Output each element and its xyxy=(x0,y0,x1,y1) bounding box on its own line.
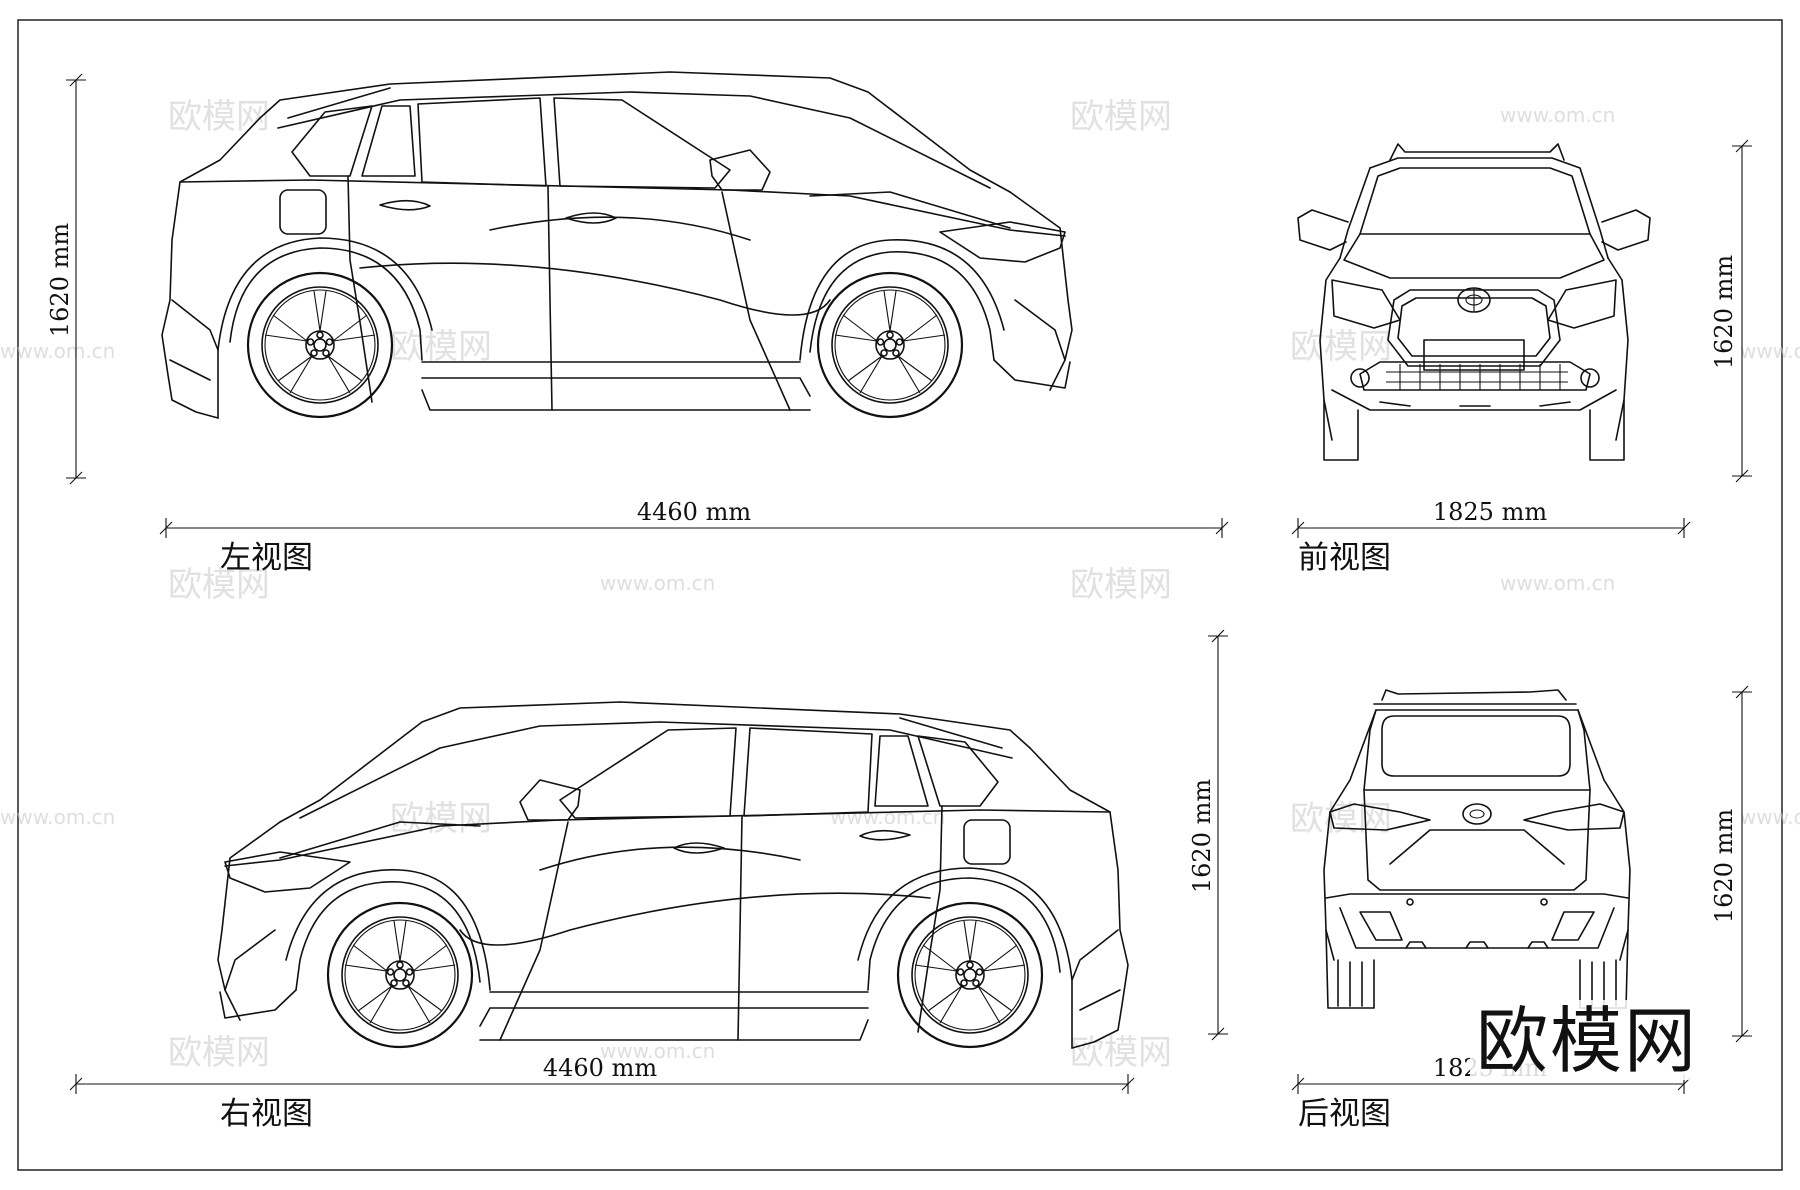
rear-view-height-label: 1620 mm xyxy=(1710,809,1738,923)
left-view-height-dimension: 1620 mm xyxy=(46,73,86,485)
drawing-frame xyxy=(17,19,1783,1171)
right-view-car-drawing xyxy=(218,702,1128,1048)
watermark-text: 欧模网 xyxy=(1070,97,1172,137)
rear-view-caption: 后视图 xyxy=(1298,1096,1391,1132)
watermark-url: www.om.cn xyxy=(0,805,115,829)
watermark-url: www.om.cn xyxy=(1500,571,1615,595)
right-view-length-label: 4460 mm xyxy=(543,1054,657,1082)
front-view-height-dimension: 1620 mm xyxy=(1710,139,1752,483)
left-view-car-drawing xyxy=(162,72,1072,418)
left-view-height-label: 1620 mm xyxy=(46,223,74,337)
right-view-height-dimension: 1620 mm xyxy=(1188,629,1228,1041)
brand-stamp: 欧模网 xyxy=(1470,999,1700,1083)
watermark-text: 欧模网 xyxy=(168,565,270,605)
right-view-height-label: 1620 mm xyxy=(1188,779,1216,893)
left-view-length-label: 4460 mm xyxy=(637,498,751,526)
watermark-layer: 欧模网 欧模网 www.om.cn www.om.cn 欧模网 欧模网 www.… xyxy=(0,97,1800,1073)
front-view-height-label: 1620 mm xyxy=(1710,255,1738,369)
watermark-text: 欧模网 xyxy=(1290,799,1392,839)
watermark-text: 欧模网 xyxy=(1070,1033,1172,1073)
front-view-car-drawing xyxy=(1297,143,1651,461)
watermark-text: 欧模网 xyxy=(1290,327,1392,367)
watermark-url: www.om.cn xyxy=(600,571,715,595)
front-view-width-label: 1825 mm xyxy=(1433,498,1547,526)
watermark-url: www.om.cn xyxy=(600,1039,715,1063)
right-view-caption: 右视图 xyxy=(220,1096,313,1132)
watermark-text: 欧模网 xyxy=(390,327,492,367)
front-view-caption: 前视图 xyxy=(1298,540,1391,576)
left-view: 1620 mm 4460 mm 左视图 xyxy=(46,72,1229,576)
left-view-caption: 左视图 xyxy=(220,540,313,576)
watermark-url: www.om.cn xyxy=(0,339,115,363)
watermark-text: 欧模网 xyxy=(168,1033,270,1073)
brand-stamp-text: 欧模网 xyxy=(1476,999,1698,1083)
rear-view-height-dimension: 1620 mm xyxy=(1710,685,1752,1043)
watermark-url: www.om.cn xyxy=(1500,103,1615,127)
left-view-length-dimension: 4460 mm xyxy=(159,498,1229,538)
watermark-url: www.om.cn xyxy=(1740,339,1800,363)
watermark-text: 欧模网 xyxy=(1070,565,1172,605)
watermark-text: 欧模网 xyxy=(168,97,270,137)
front-view-width-dimension: 1825 mm xyxy=(1291,498,1691,538)
watermark-url: www.om.cn xyxy=(830,805,945,829)
rear-view-car-drawing xyxy=(1323,689,1631,1009)
right-view-length-dimension: 4460 mm xyxy=(69,1054,1135,1094)
watermark-url: www.om.cn xyxy=(1740,805,1800,829)
front-view: 1620 mm 1825 mm 前视图 xyxy=(1291,139,1752,576)
right-view: 1620 mm 4460 mm 右视图 xyxy=(69,629,1228,1132)
